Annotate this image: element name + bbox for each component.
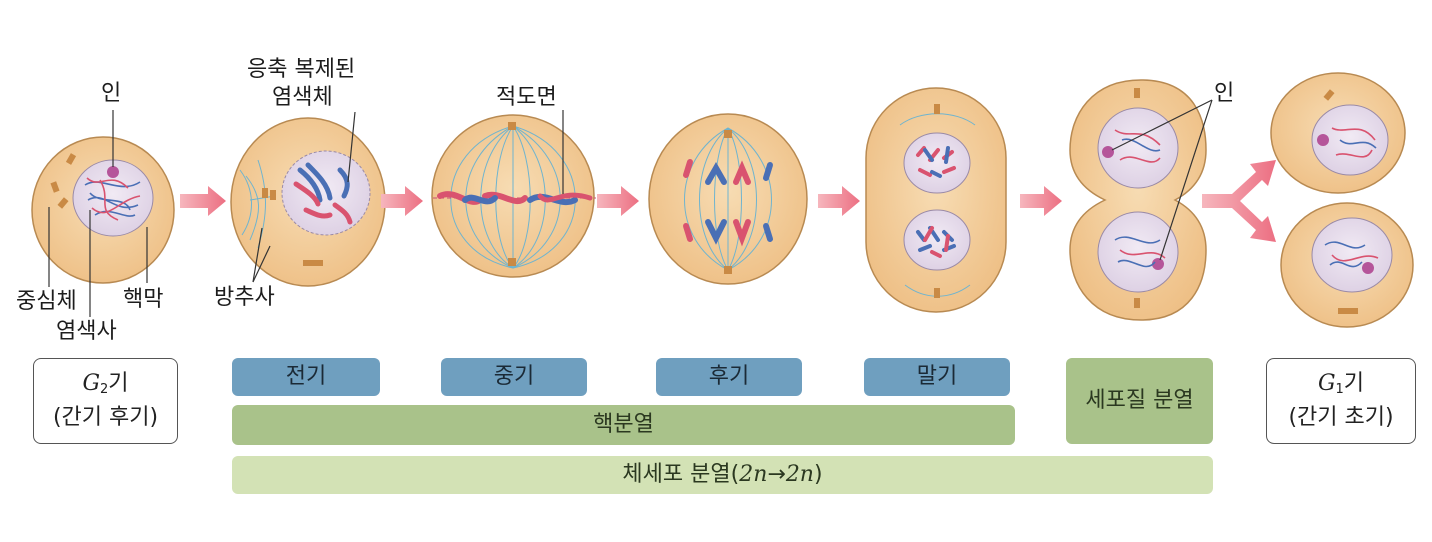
g2-stage-title: G2기 — [82, 371, 129, 397]
cytokinesis-cell — [1069, 79, 1213, 321]
label-spindle: 방추사 — [214, 285, 275, 310]
g2-stage-box: G2기 (간기 후기) — [33, 358, 178, 444]
arrow-icon — [597, 186, 639, 216]
label-nucleolus-right: 인 — [1214, 81, 1235, 106]
arrow-icon — [1020, 186, 1062, 216]
g2-cell — [31, 110, 175, 317]
centrosome-icon — [65, 153, 77, 165]
split-arrow-icon — [1202, 160, 1276, 242]
cytokinesis-box: 세포질 분열 — [1066, 358, 1213, 444]
label-condensed-chromosome-2: 염색체 — [272, 85, 333, 110]
anaphase-cell — [648, 113, 808, 285]
arrow-icon — [818, 186, 860, 216]
g1-stage-title: G1기 — [1317, 371, 1365, 397]
phase-metaphase: 중기 — [441, 358, 587, 396]
label-chromatin: 염색사 — [56, 319, 117, 344]
somatic-division-bar: 체세포 분열(2n → 2n) — [232, 456, 1213, 494]
phase-prophase: 전기 — [232, 358, 380, 396]
g1-stage-box: G1기 (간기 초기) — [1266, 358, 1416, 444]
label-nuclear-membrane: 핵막 — [123, 287, 164, 312]
phase-telophase: 말기 — [864, 358, 1010, 396]
label-nucleolus: 인 — [101, 81, 122, 106]
arrow-icon — [381, 186, 423, 216]
nuclear-division-bar: 핵분열 — [232, 405, 1015, 445]
g2-stage-subtitle: (간기 후기) — [52, 405, 159, 430]
prophase-cell — [230, 111, 386, 287]
g1-stage-subtitle: (간기 초기) — [1288, 405, 1394, 430]
label-metaphase-plate: 적도면 — [496, 85, 557, 110]
label-condensed-chromosome-1: 응축 복제된 — [247, 57, 356, 82]
label-centrosome: 중심체 — [16, 289, 77, 314]
phase-anaphase: 후기 — [656, 358, 802, 396]
nucleolus-icon — [107, 166, 119, 178]
g1-daughter-cell-bottom — [1280, 202, 1414, 328]
telophase-cell — [865, 87, 1007, 313]
g1-daughter-cell-top — [1270, 72, 1406, 194]
metaphase-cell — [431, 110, 596, 278]
arrow-icon — [180, 186, 226, 216]
